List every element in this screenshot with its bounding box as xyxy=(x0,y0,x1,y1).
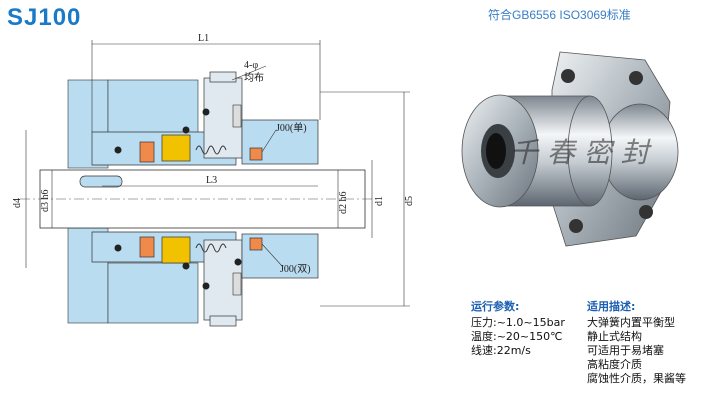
seal-cross-section-drawing: L1 L3 4-φ 均布 J00(单) J00(双) d4 d3 h6 d2 h… xyxy=(12,33,415,327)
o-ring xyxy=(114,146,122,154)
second-seal-ring-lower xyxy=(249,237,263,251)
dim-label-d1: d1 xyxy=(374,196,385,206)
spring-lower xyxy=(195,243,227,253)
leader-line xyxy=(261,129,277,153)
cylinder-end xyxy=(567,95,613,207)
dim-label-d4: d4 xyxy=(12,198,23,208)
stationary-ring-upper xyxy=(139,141,155,163)
spring-upper xyxy=(195,145,227,155)
application-item: 大弹簧内置平衡型 xyxy=(587,316,675,329)
o-ring xyxy=(182,262,190,270)
application-item: 静止式结构 xyxy=(587,330,642,343)
dim-label-holes-note: 均布 xyxy=(244,72,264,84)
label-j00-double: J00(双) xyxy=(280,263,311,275)
operating-params-heading: 运行参数: xyxy=(471,300,520,313)
flange-ear-upper xyxy=(209,71,237,83)
dim-label-l1: L1 xyxy=(198,33,209,44)
dim-label-holes: 4-φ xyxy=(244,60,258,71)
model-title: SJ100 xyxy=(7,4,82,31)
flange-bolt-hole xyxy=(639,205,653,219)
o-ring xyxy=(202,108,210,116)
set-screw xyxy=(232,104,242,128)
application-item: 可适用于易堵塞 xyxy=(587,344,664,357)
dim-label-d5: d5 xyxy=(404,196,415,206)
param-pressure: 压力:~1.0~15bar xyxy=(471,316,565,329)
operating-params-column: 运行参数: 压力:~1.0~15bar 温度:~20~150℃ 线速:22m/s xyxy=(471,298,565,358)
leader-line xyxy=(261,243,283,267)
param-speed: 线速:22m/s xyxy=(471,344,531,357)
param-temperature: 温度:~20~150℃ xyxy=(471,330,563,343)
flange-bolt-hole xyxy=(629,71,643,85)
second-seal-ring-upper xyxy=(249,147,263,161)
product-photo: 千 春 密 封 xyxy=(461,51,679,247)
application-item: 腐蚀性介质，果酱等 xyxy=(587,372,686,385)
flange-ear-lower xyxy=(209,315,237,327)
shaft-key xyxy=(79,175,123,188)
o-ring xyxy=(202,282,210,290)
stationary-ring-lower xyxy=(139,236,155,258)
flange-bolt-hole xyxy=(561,69,575,83)
o-ring xyxy=(234,258,242,266)
leader-line xyxy=(231,65,267,81)
gland-plate-lower xyxy=(107,262,199,324)
watermark: 千 春 密 封 xyxy=(510,136,653,169)
cylinder-bore-inner xyxy=(486,133,506,169)
set-screw xyxy=(232,272,242,296)
o-ring xyxy=(182,126,190,134)
rotating-ring-upper xyxy=(161,134,191,162)
gland-plate-upper xyxy=(107,79,199,136)
dim-label-l3: L3 xyxy=(206,175,217,186)
standard-note: 符合GB6556 ISO3069标准 xyxy=(488,8,631,22)
flange-bolt-hole xyxy=(569,219,583,233)
dim-label-d2h6: d2 h6 xyxy=(338,192,349,215)
application-item: 高粘度介质 xyxy=(587,358,642,371)
o-ring xyxy=(114,244,122,252)
dim-label-d3h6: d3 h6 xyxy=(40,190,51,213)
rotating-ring-lower xyxy=(161,236,191,264)
label-j00-single: J00(单) xyxy=(276,122,307,134)
application-heading: 适用描述: xyxy=(587,300,636,313)
application-column: 适用描述: 大弹簧内置平衡型 静止式结构 可适用于易堵塞 高粘度介质 腐蚀性介质… xyxy=(587,298,686,386)
